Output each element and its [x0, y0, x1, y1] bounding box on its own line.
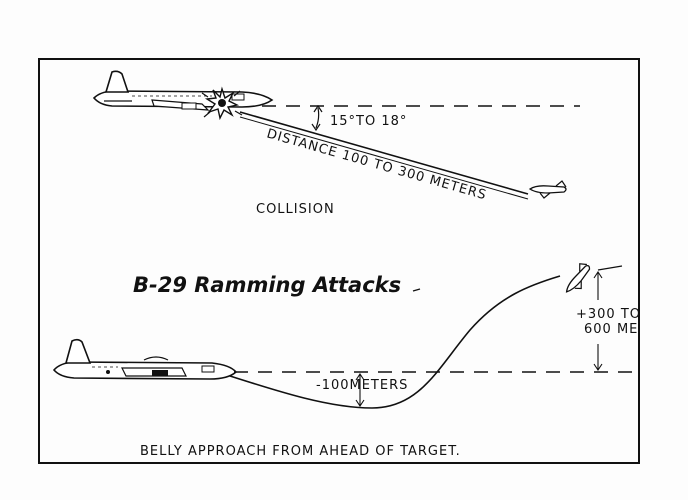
distance-label: DISTANCE 100 TO 300 METERS — [265, 126, 489, 203]
arrowhead-icon — [593, 363, 603, 371]
height-top-line — [597, 265, 623, 271]
b29-bomber-icon — [52, 338, 238, 380]
arrowhead-icon — [355, 399, 365, 407]
arrowhead-icon — [313, 104, 323, 113]
angle-label: 15°TO 18° — [330, 114, 407, 129]
diagram-frame — [38, 58, 640, 464]
arrowhead-icon — [311, 123, 321, 132]
distance-line-shadow — [239, 116, 529, 200]
arrowhead-icon — [355, 373, 365, 381]
height-label-line1: +300 TO — [576, 307, 641, 322]
diagram-title: B-29 Ramming Attacks — [133, 273, 401, 297]
explosion-icon — [201, 86, 243, 121]
height-label-line2: 600 ME — [584, 322, 638, 337]
b29-bomber-icon — [92, 70, 274, 111]
angle-arc — [315, 107, 320, 129]
approach-curve — [229, 275, 561, 409]
collision-caption: COLLISION — [256, 202, 335, 217]
belly-caption: BELLY APPROACH FROM AHEAD OF TARGET. — [140, 444, 461, 459]
distance-line — [239, 111, 529, 195]
depth-label: -100METERS — [316, 378, 408, 393]
title-dash — [412, 288, 421, 292]
fighter-plane-icon — [528, 180, 567, 199]
arrowhead-icon — [593, 271, 603, 279]
fighter-plane-icon — [565, 263, 591, 293]
